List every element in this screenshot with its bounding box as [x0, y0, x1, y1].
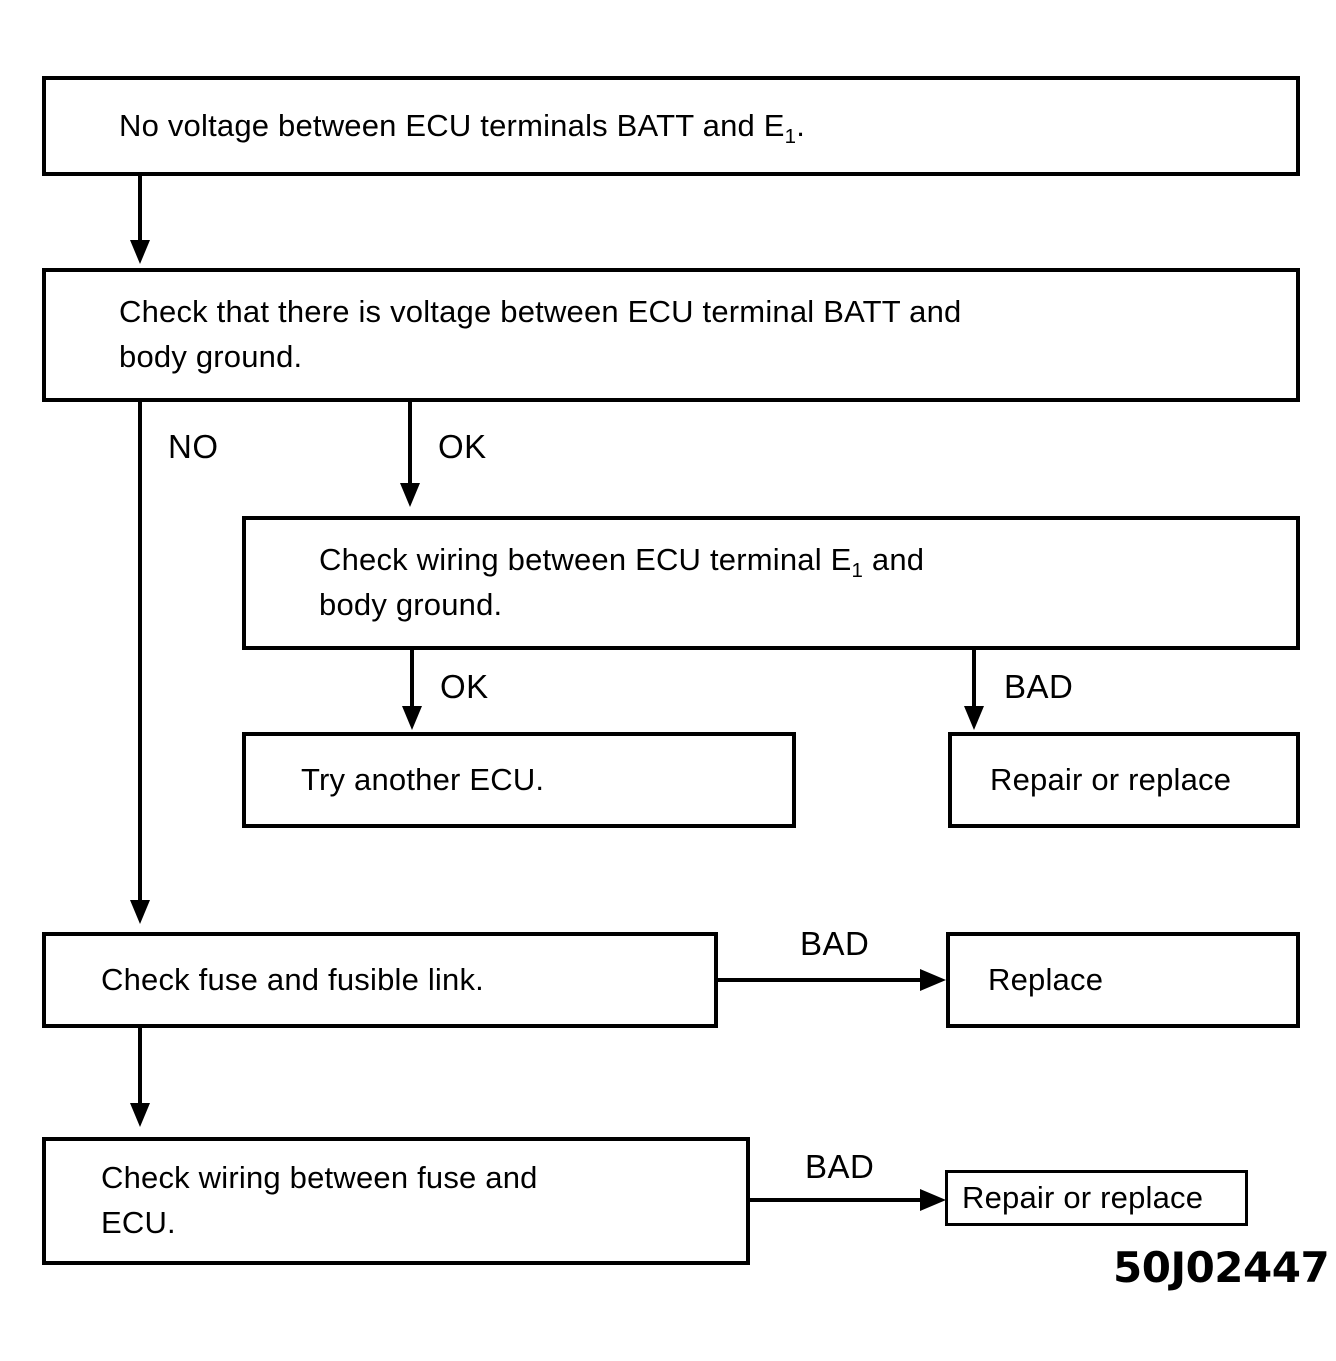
edge-check-e1-bad-arrow [964, 706, 984, 730]
node-repair-or-replace-top: Repair or replace [948, 732, 1300, 828]
edge-check-e1-ok-arrow [402, 706, 422, 730]
edge-symptom-to-check-batt-arrow [130, 240, 150, 264]
edge-check-fuse-to-wiring-arrow [130, 1103, 150, 1127]
edge-check-fuse-bad-arrow [920, 969, 946, 991]
edge-check-batt-no-line [138, 402, 142, 907]
edge-check-fuse-bad-line [718, 978, 923, 982]
edge-check-fuse-to-wiring-line [138, 1028, 142, 1110]
node-check-e1-wiring-label: Check wiring between ECU terminal E1 and… [319, 542, 925, 622]
node-check-fuse: Check fuse and fusible link. [42, 932, 718, 1028]
node-check-fuse-wiring-label: Check wiring between fuse and ECU. [101, 1160, 538, 1240]
node-symptom: No voltage between ECU terminals BATT an… [42, 76, 1300, 176]
edge-check-fuse-wiring-bad-line [750, 1198, 923, 1202]
figure-reference-id: 50J02447 [1113, 1243, 1330, 1292]
edge-label-check-batt-no: NO [168, 428, 219, 465]
edge-label-check-fuse-bad: BAD [800, 925, 870, 962]
node-repair-or-replace-top-label: Repair or replace [990, 761, 1232, 797]
node-check-fuse-wiring: Check wiring between fuse and ECU. [42, 1137, 750, 1265]
edge-check-batt-ok-line [408, 402, 412, 490]
node-repair-or-replace-bottom: Repair or replace [945, 1170, 1248, 1226]
node-check-fuse-label: Check fuse and fusible link. [101, 961, 484, 997]
node-check-e1-wiring: Check wiring between ECU terminal E1 and… [242, 516, 1300, 650]
node-symptom-label: No voltage between ECU terminals BATT an… [119, 107, 806, 148]
node-try-another-ecu-label: Try another ECU. [301, 761, 545, 797]
node-replace-label: Replace [988, 961, 1104, 997]
node-repair-or-replace-bottom-label: Repair or replace [962, 1179, 1204, 1215]
edge-check-batt-ok-arrow [400, 483, 420, 507]
node-check-batt-voltage-label: Check that there is voltage between ECU … [119, 294, 962, 374]
edge-label-check-batt-ok: OK [438, 428, 487, 465]
edge-label-check-e1-bad: BAD [1004, 668, 1074, 705]
edge-check-batt-no-arrow [130, 900, 150, 924]
edge-check-fuse-wiring-bad-arrow [920, 1189, 946, 1211]
node-try-another-ecu: Try another ECU. [242, 732, 796, 828]
edge-symptom-to-check-batt-line [138, 176, 142, 248]
edge-check-e1-bad-line [972, 650, 976, 712]
edge-label-check-e1-ok: OK [440, 668, 489, 705]
node-replace: Replace [946, 932, 1300, 1028]
edge-check-e1-ok-line [410, 650, 414, 712]
edge-label-check-fuse-wiring-bad: BAD [805, 1148, 875, 1185]
node-check-batt-voltage: Check that there is voltage between ECU … [42, 268, 1300, 402]
